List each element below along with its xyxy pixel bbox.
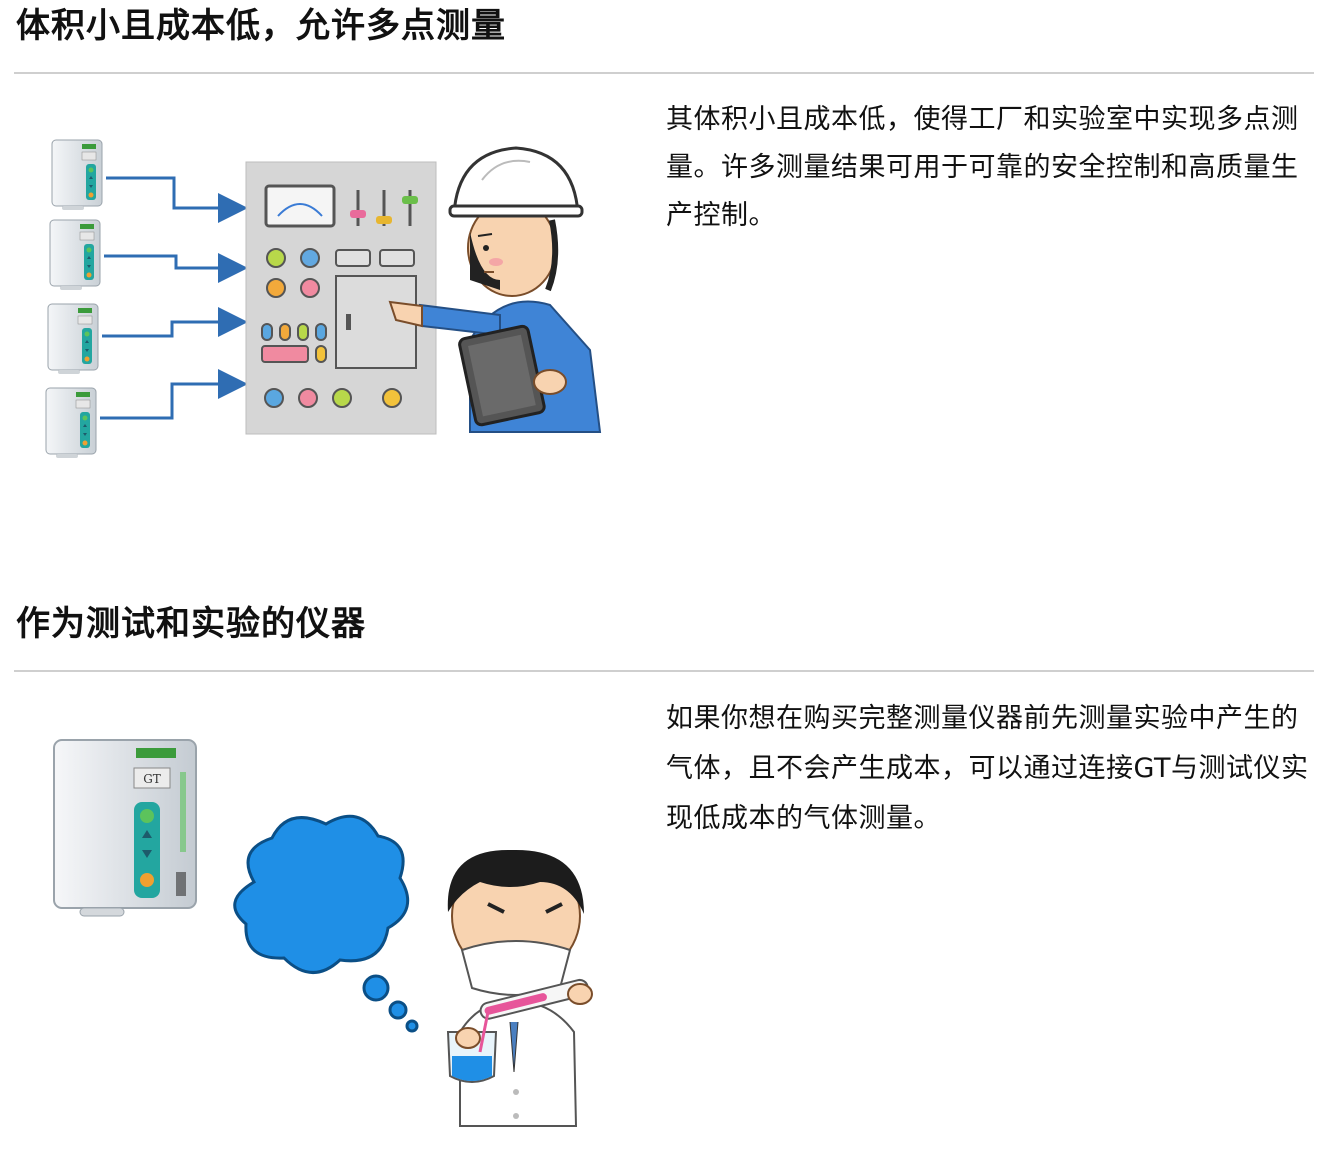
gas-cloud-icon [233,814,419,1033]
section-paragraph: 如果你想在购买完整测量仪器前先测量实验中产生的气体，且不会产生成本，可以通过连接… [666,703,1309,834]
control-panel-icon [245,161,437,435]
svg-text:GT: GT [143,772,161,786]
testing-illustration: GT [40,732,620,1142]
section-paragraph: 其体积小且成本低，使得工厂和实验室中实现多点测量。许多测量结果可用于可靠的安全控… [666,104,1299,231]
multipoint-illustration [30,130,610,470]
gas-detector-icon: GT [53,739,197,917]
divider [14,670,1314,672]
scientist-masked-icon [446,849,593,1127]
engineer-helmet-icon [388,146,602,433]
section-title: 体积小且成本低，允许多点测量 [16,6,506,46]
section-multipoint: 体积小且成本低，允许多点测量 [0,0,1328,560]
section-title: 作为测试和实验的仪器 [16,604,366,644]
gas-detector-icon [45,139,103,459]
section-testing: 作为测试和实验的仪器 GT [0,598,1328,1152]
connection-arrows [100,176,248,420]
divider [14,72,1314,74]
